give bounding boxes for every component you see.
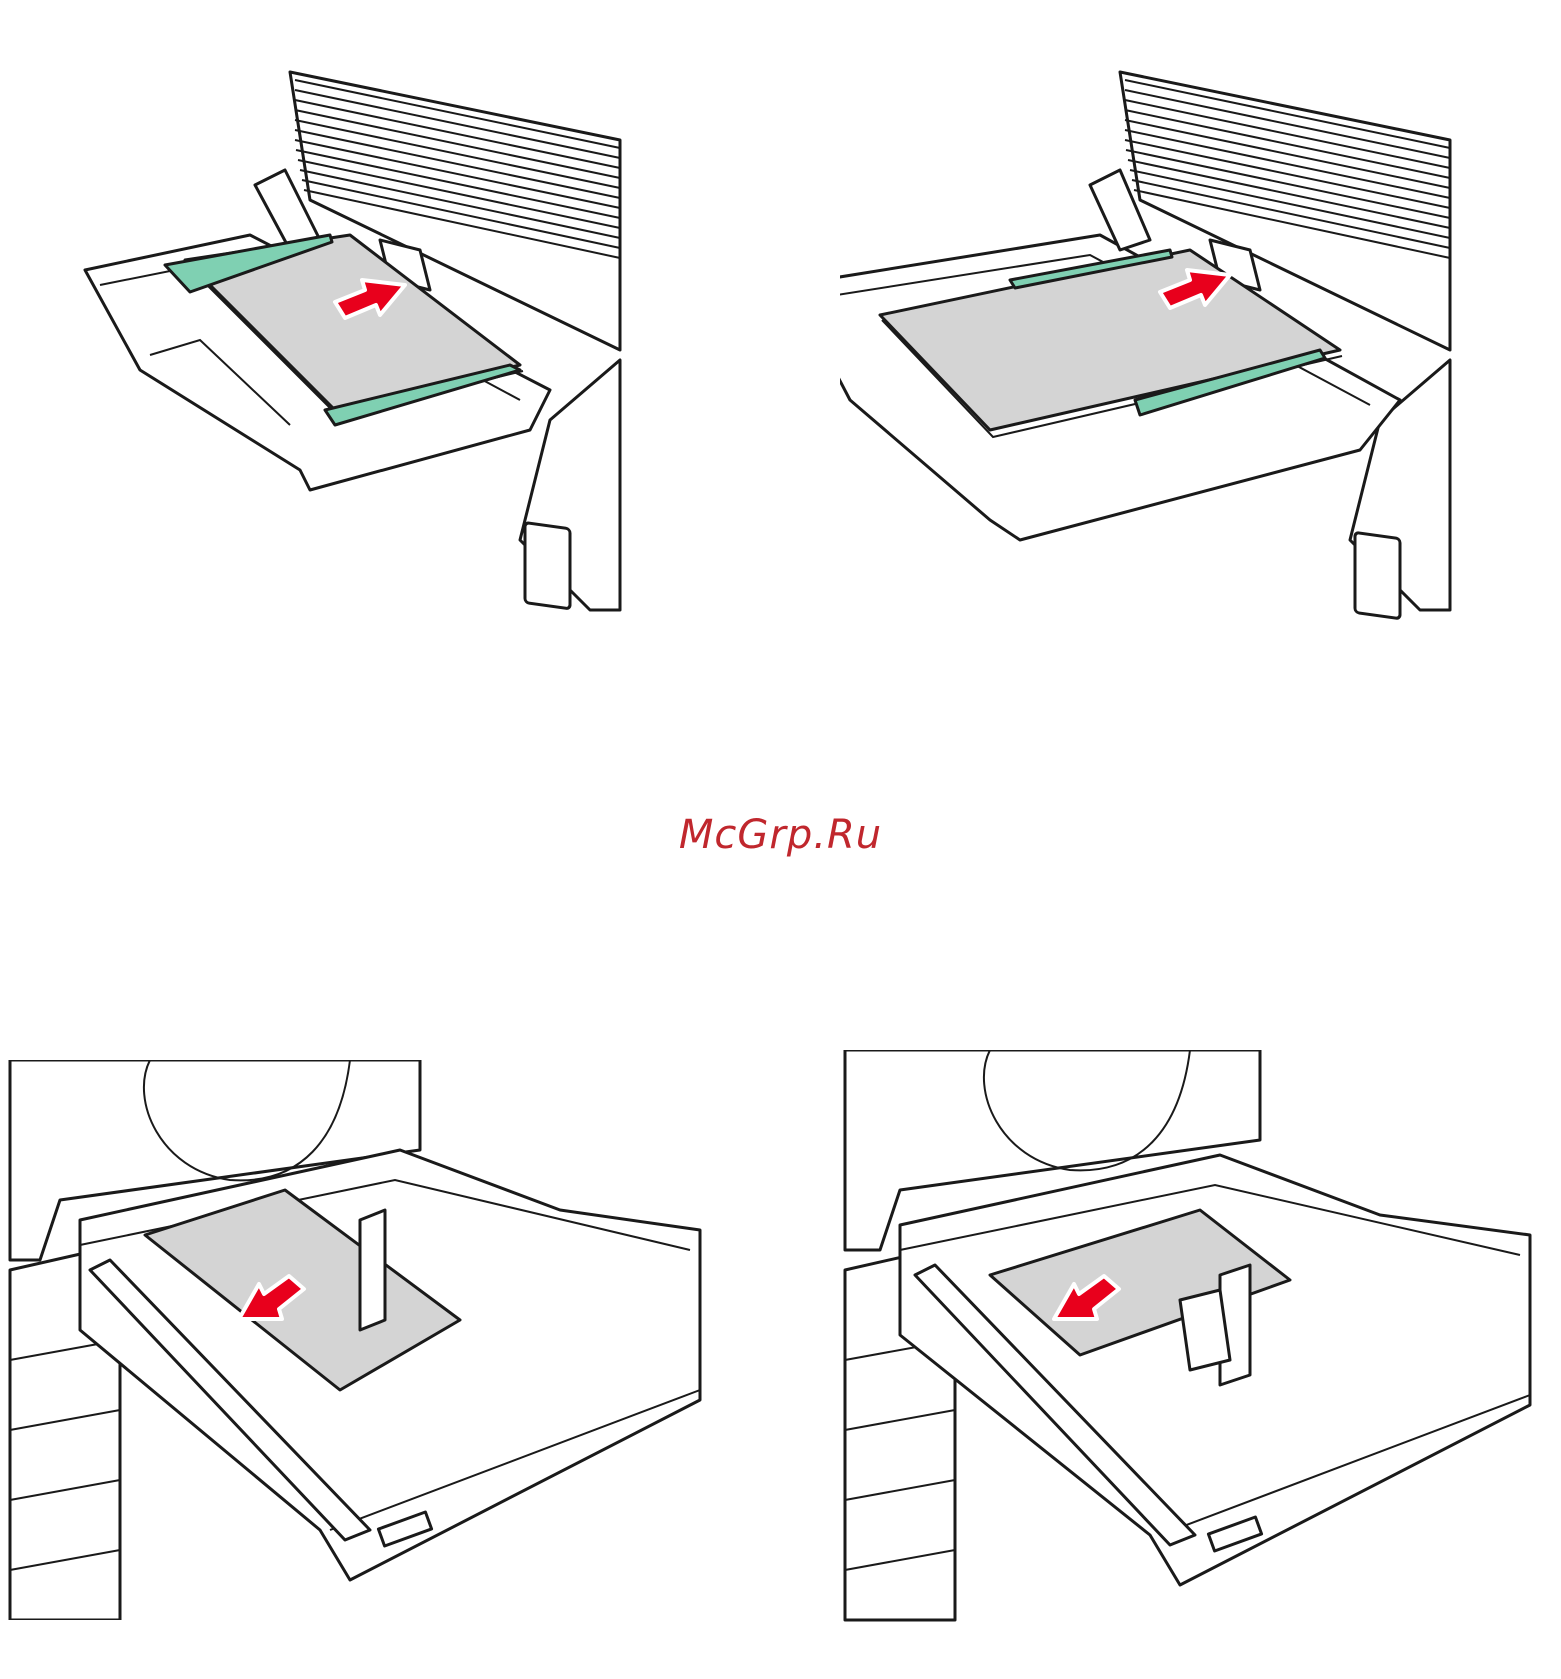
paper-drawer [80, 1150, 700, 1580]
side-handle [1355, 532, 1400, 618]
figure-tray1-narrow-paper [80, 70, 680, 670]
figure-tray1-wide-paper [840, 70, 1540, 670]
paper-guide-end [360, 1210, 385, 1330]
printer-tray-illustration [80, 70, 680, 670]
side-handle [525, 523, 570, 609]
figure-drawer-landscape-paper [840, 1050, 1560, 1630]
paper-drawer-illustration [840, 1050, 1560, 1630]
printer-tray-illustration [840, 70, 1540, 670]
paper-drawer [900, 1155, 1530, 1585]
paper-drawer-illustration [0, 1060, 740, 1620]
watermark: McGrp.Ru [0, 812, 1561, 858]
figure-drawer-portrait-paper [0, 1060, 740, 1620]
